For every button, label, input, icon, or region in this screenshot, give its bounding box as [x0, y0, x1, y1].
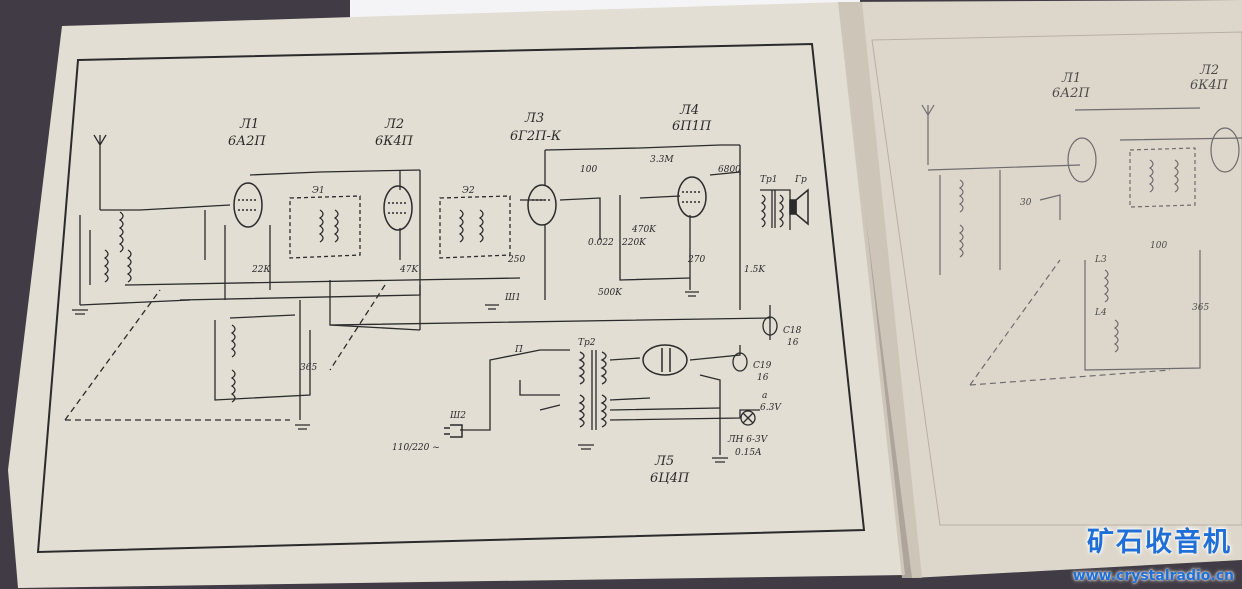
pilot-lamp-icon: [740, 410, 756, 426]
lamp-current-label: 0.15A: [735, 448, 762, 458]
r-500k-label: 500K: [598, 288, 623, 298]
if2-label: Э2: [462, 186, 475, 196]
if1-label: Э1: [312, 186, 325, 196]
watermark-url: www.crystalradio.cn: [1072, 568, 1234, 584]
svg-text:6П1П: 6П1П: [672, 119, 712, 134]
c18-label: C18: [783, 326, 802, 336]
mains-plug-label: Ш2: [449, 411, 466, 421]
svg-text:6А2П: 6А2П: [1052, 86, 1090, 101]
tube-L3-symbol: [527, 184, 557, 226]
right-l4-label: L4: [1094, 308, 1107, 318]
vacuum-tubes: [233, 176, 707, 376]
left-circuit-wiring: [64, 134, 791, 455]
r-470k-label: 470K: [631, 225, 657, 235]
svg-text:6А2П: 6А2П: [228, 134, 266, 149]
tube-L1-label: Л1 6А2П: [228, 117, 266, 149]
switch-label: П: [514, 345, 523, 355]
tube-L5-label: Л5 6Ц4П: [650, 454, 690, 486]
svg-text:Л1: Л1: [239, 117, 259, 132]
output-transformer-symbol: [760, 190, 784, 228]
c2-value-label: 365: [300, 363, 317, 373]
speaker-label: Гр: [794, 175, 807, 185]
r-33m-label: 3.3M: [650, 155, 674, 165]
c-6800-label: 6800: [718, 165, 741, 175]
right-c2-value-label: 365: [1192, 303, 1209, 313]
c-250-label: 250: [507, 255, 525, 265]
mains-plug-icon: [444, 424, 463, 438]
svg-text:6К4П: 6К4П: [375, 134, 414, 149]
right-tube-L2-label: Л2 6К4П: [1190, 63, 1229, 93]
c-0022-label: 0.022: [588, 238, 614, 248]
tube-L2-label: Л2 6К4П: [375, 117, 414, 149]
c-100-label: 100: [580, 165, 597, 175]
right-schematic-border: [871, 31, 1242, 526]
watermark-title: 矿石收音机: [1087, 527, 1232, 558]
pickup-jack-label: Ш1: [504, 293, 521, 303]
r-15k-label: 1.5K: [744, 265, 766, 275]
tube-L5-symbol: [642, 344, 688, 376]
transformers: [578, 190, 784, 430]
filament-out-value: 6.3V: [760, 403, 782, 413]
svg-text:6К4П: 6К4П: [1190, 78, 1229, 93]
right-c100-label: 100: [1150, 241, 1167, 251]
tube-L1-symbol: [233, 182, 263, 228]
filament-out-label: а: [762, 391, 767, 401]
ground-symbols: [72, 291, 728, 463]
right-tube-L1-label: Л1 6А2П: [1052, 71, 1090, 101]
svg-text:Л5: Л5: [654, 454, 674, 469]
c18-value: 16: [787, 338, 799, 348]
svg-text:Л2: Л2: [1199, 63, 1219, 78]
mains-voltage-label: 110/220 ~: [392, 443, 440, 453]
tube-L4-label: Л4 6П1П: [672, 103, 712, 134]
electrolytic-capacitors: [732, 316, 778, 372]
c19-label: C19: [753, 361, 772, 371]
right-circuit-wiring: [921, 104, 1242, 386]
page-fold: [838, 2, 922, 578]
svg-text:6Г2П-К: 6Г2П-К: [510, 129, 562, 144]
r-47k-label: 47K: [399, 265, 419, 275]
svg-text:Л2: Л2: [384, 117, 404, 132]
lamp-type-label: ЛН 6-3V: [727, 435, 769, 445]
svg-text:Л1: Л1: [1061, 71, 1081, 86]
speaker-icon: [789, 188, 809, 226]
left-schematic-border: [36, 42, 866, 554]
r-220k-label: 220K: [621, 238, 647, 248]
c19-value: 16: [757, 373, 769, 383]
power-transformer-label: Тр2: [578, 338, 596, 348]
left-schematic-labels: Л1 6А2П Л2 6К4П Л3 6Г2П-К Л4 6П1П Л5 6Ц4…: [228, 103, 807, 486]
left-page: [8, 2, 905, 588]
tube-L4-symbol: [677, 176, 707, 218]
right-c30-label: 30: [1020, 198, 1032, 208]
svg-text:Л4: Л4: [679, 103, 699, 118]
r-22k-label: 22К: [251, 265, 271, 275]
right-page: [838, 0, 1242, 578]
right-l3-label: L3: [1094, 255, 1107, 265]
tube-L2-symbol: [383, 185, 413, 231]
r-270-label: 270: [687, 255, 705, 265]
svg-text:Л3: Л3: [524, 111, 544, 126]
svg-text:6Ц4П: 6Ц4П: [650, 471, 690, 486]
output-transformer-label: Тр1: [760, 175, 778, 185]
power-transformer-symbol: [578, 350, 607, 430]
right-schematic-labels: Л1 6А2П Л2 6К4П 30 365 L3 L4 100: [1020, 63, 1229, 318]
tube-L3-label: Л3 6Г2П-К: [510, 111, 562, 144]
